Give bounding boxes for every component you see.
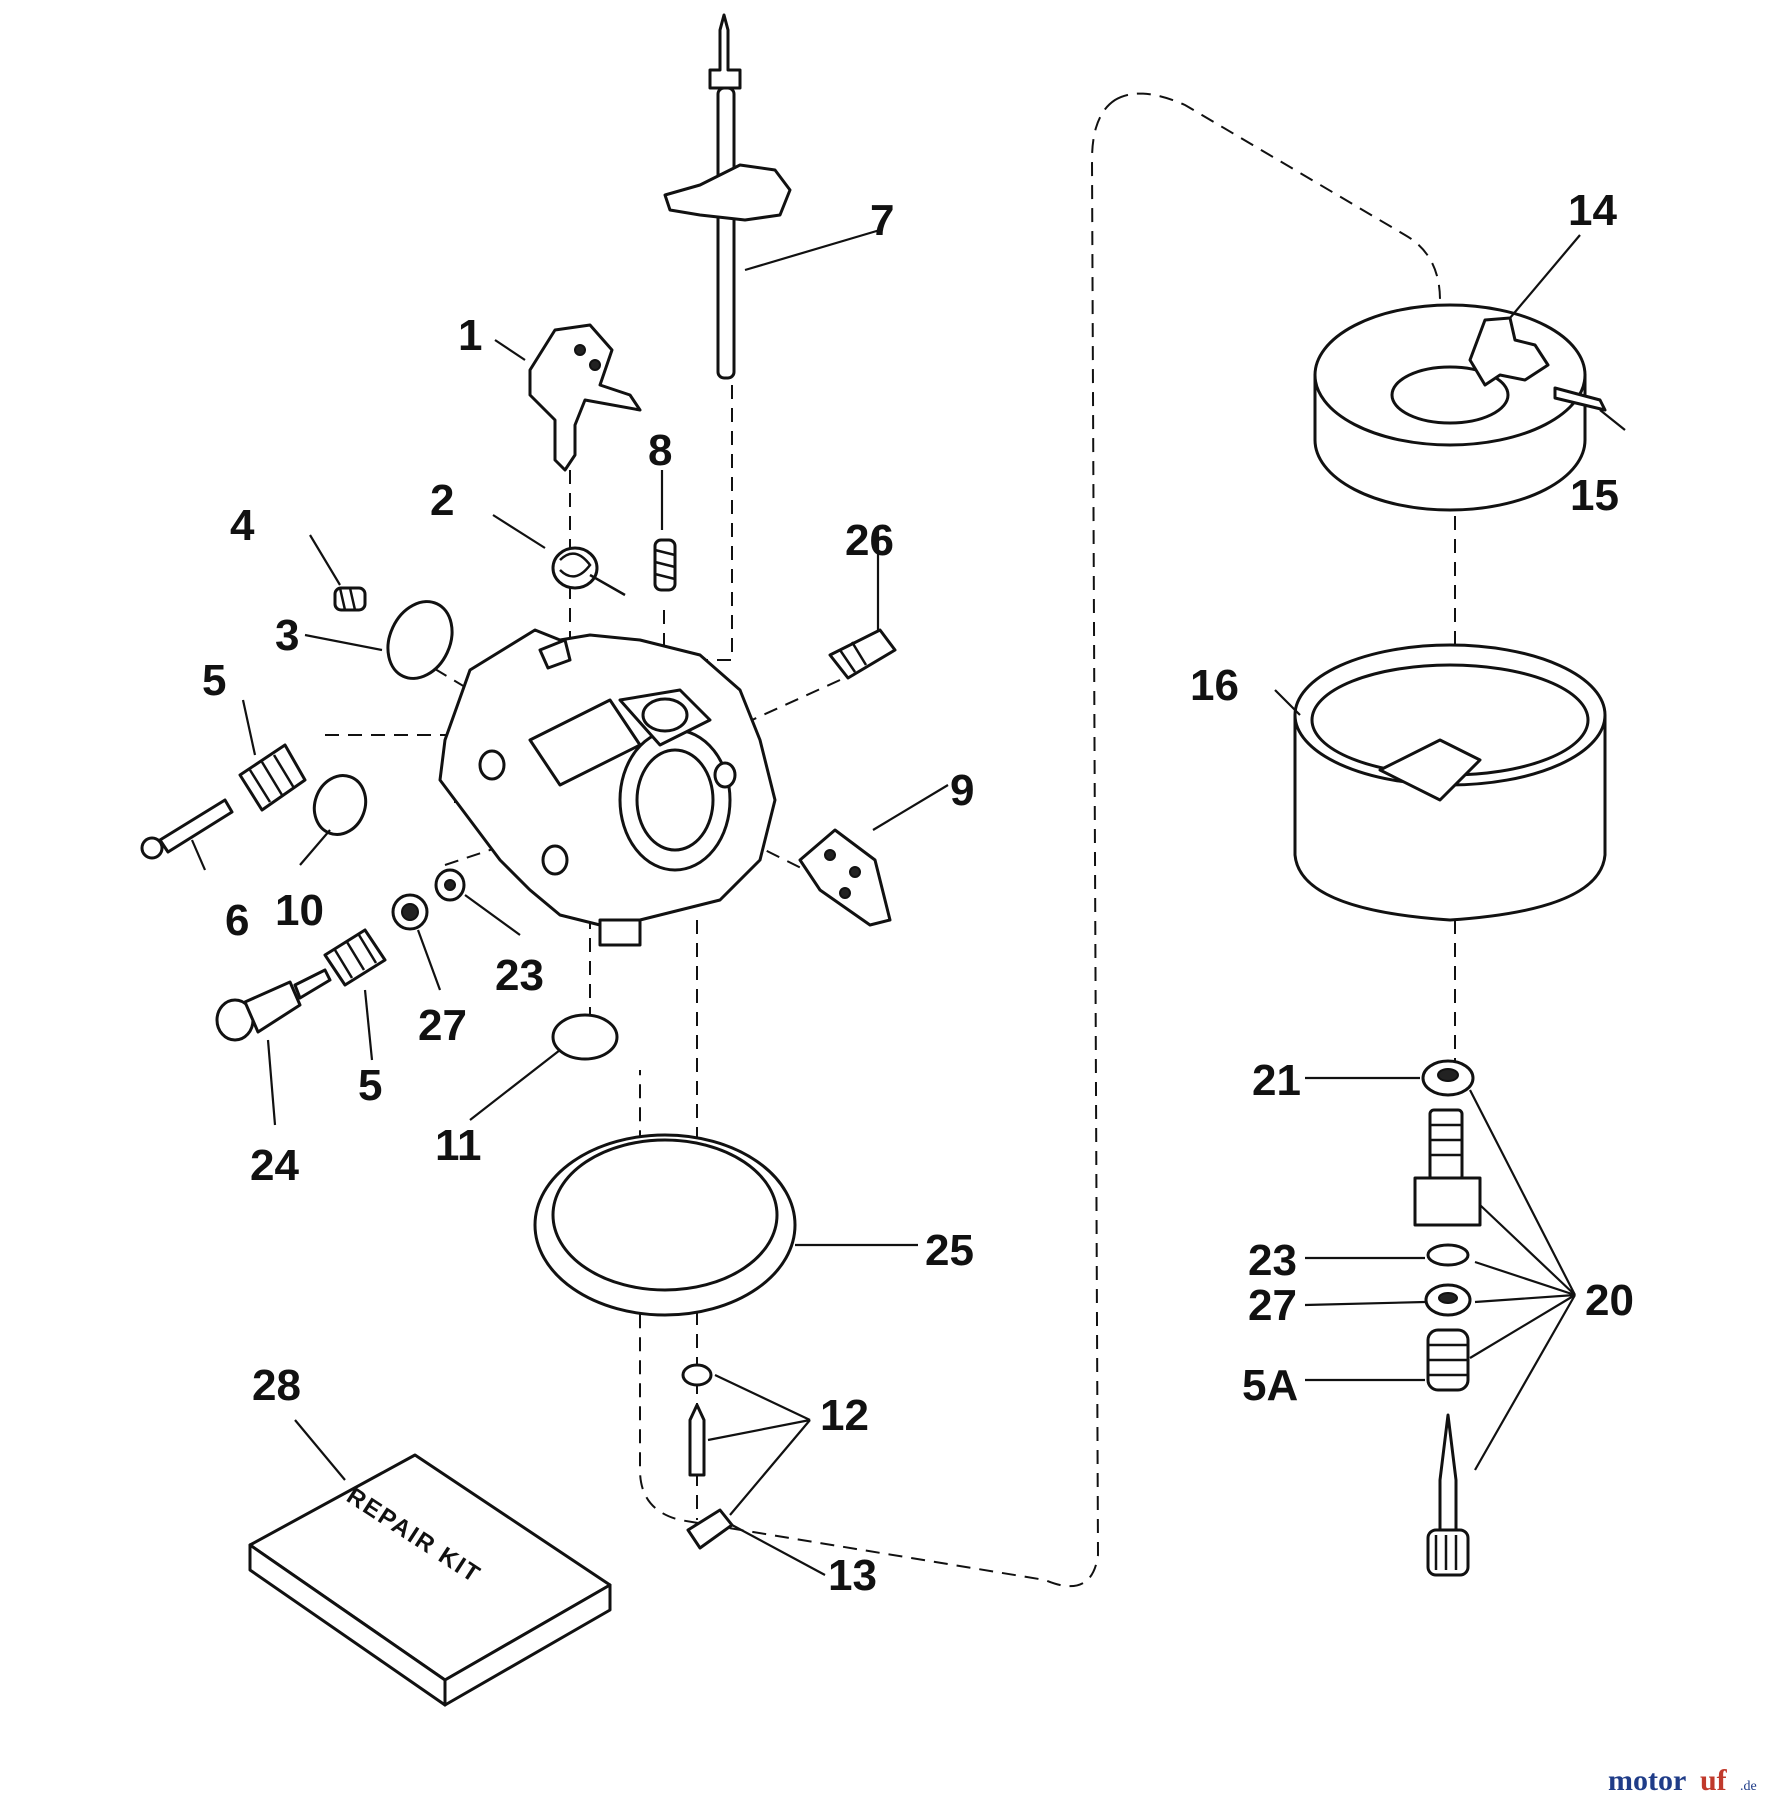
label-20: 20 <box>1585 1276 1634 1325</box>
part-15-pin <box>1553 386 1607 412</box>
part-5-spring-upper <box>238 743 307 812</box>
part-5-spring-lower <box>323 928 387 987</box>
watermark-main-b: uf <box>1700 1764 1728 1797</box>
watermark: motor uf .de <box>1608 1764 1757 1797</box>
part-7-throttle-shaft <box>663 13 792 380</box>
part-1-lever <box>528 323 642 472</box>
part-3-throttle-plate <box>386 600 454 680</box>
part-24-needle-valve <box>215 968 332 1042</box>
part-14-bowl-cover <box>1313 303 1587 512</box>
label-12: 12 <box>820 1391 869 1440</box>
part-8-spring <box>653 538 677 592</box>
part-10-welch-plug <box>312 774 368 836</box>
part-23-o-ring-right <box>1426 1243 1470 1267</box>
watermark-main-a: motor <box>1608 1764 1686 1797</box>
part-4-screw <box>333 586 367 612</box>
label-2: 2 <box>430 476 454 525</box>
label-9: 9 <box>950 766 974 815</box>
label-26: 26 <box>845 516 894 565</box>
label-1: 1 <box>458 311 482 360</box>
label-14: 14 <box>1568 186 1617 235</box>
part-6-screw <box>140 798 234 860</box>
part-21-washer <box>1421 1059 1475 1097</box>
label-4: 4 <box>230 501 255 550</box>
carburetor-body <box>438 628 777 947</box>
label-13: 13 <box>828 1551 877 1600</box>
part-28-repair-kit <box>248 1453 612 1707</box>
alignment-lines <box>325 364 1551 1520</box>
watermark-suffix: .de <box>1740 1779 1757 1794</box>
label-24: 24 <box>250 1141 299 1190</box>
label-5A: 5A <box>1242 1361 1298 1410</box>
label-3: 3 <box>275 611 299 660</box>
label-28: 28 <box>252 1361 301 1410</box>
part-27-o-ring-right <box>1424 1283 1472 1317</box>
label-6: 6 <box>225 896 249 945</box>
part-11-welch-plug <box>551 1013 619 1061</box>
part-5a-spring <box>1426 1328 1470 1392</box>
label-25: 25 <box>925 1226 974 1275</box>
part-27-o-ring <box>391 893 429 931</box>
label-21: 21 <box>1252 1056 1301 1105</box>
part-25-gasket-ring <box>533 1133 797 1317</box>
label-27-right: 27 <box>1248 1281 1297 1330</box>
part-16-float <box>1293 643 1607 922</box>
label-5-lower: 5 <box>358 1061 382 1110</box>
needle-screw-right <box>1426 1413 1470 1577</box>
leader-arrows <box>190 228 1626 1576</box>
label-7: 7 <box>870 196 894 245</box>
part-20-nozzle <box>1413 1108 1482 1227</box>
label-5-upper: 5 <box>202 656 226 705</box>
label-10: 10 <box>275 886 324 935</box>
part-12-needle-seat <box>681 1363 713 1477</box>
part-26-fitting <box>828 628 897 680</box>
part-9-gasket <box>798 828 892 927</box>
part-13-clip <box>686 1508 734 1550</box>
part-23-washer <box>434 868 466 902</box>
label-23-right: 23 <box>1248 1236 1297 1285</box>
label-11: 11 <box>435 1121 482 1170</box>
label-8: 8 <box>648 426 672 475</box>
part-2-spring <box>551 546 626 597</box>
label-23-left: 23 <box>495 951 544 1000</box>
label-27-left: 27 <box>418 1001 467 1050</box>
label-16: 16 <box>1190 661 1239 710</box>
callout-labels: 1 2 3 4 5 5 6 7 8 9 10 11 12 13 14 15 16… <box>202 186 1634 1600</box>
dashed-boundary <box>639 92 1441 1588</box>
label-15: 15 <box>1570 471 1619 520</box>
